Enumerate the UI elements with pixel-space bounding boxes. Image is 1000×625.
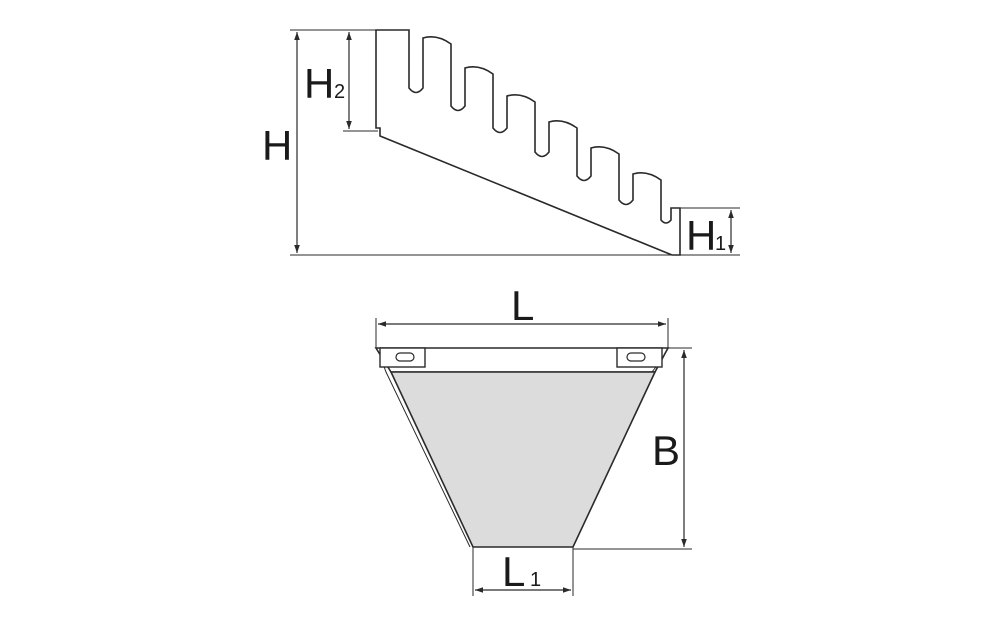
label-L1-sub: 1 [530, 569, 541, 591]
side-bracket-body [375, 29, 681, 256]
side-view: H H 2 H 1 [262, 29, 740, 259]
mount-slot-left [395, 352, 415, 362]
label-L1: L [502, 548, 525, 595]
label-B: B [652, 427, 680, 474]
label-H2: H [304, 60, 334, 107]
label-H1-sub: 1 [715, 233, 726, 255]
label-H2-sub: 2 [334, 81, 345, 103]
label-H: H [262, 122, 292, 169]
label-L: L [511, 282, 534, 329]
top-view: L B L 1 [374, 282, 692, 596]
mount-slot-right [626, 352, 646, 362]
top-tray-body [389, 371, 657, 548]
label-H1: H [686, 212, 716, 259]
